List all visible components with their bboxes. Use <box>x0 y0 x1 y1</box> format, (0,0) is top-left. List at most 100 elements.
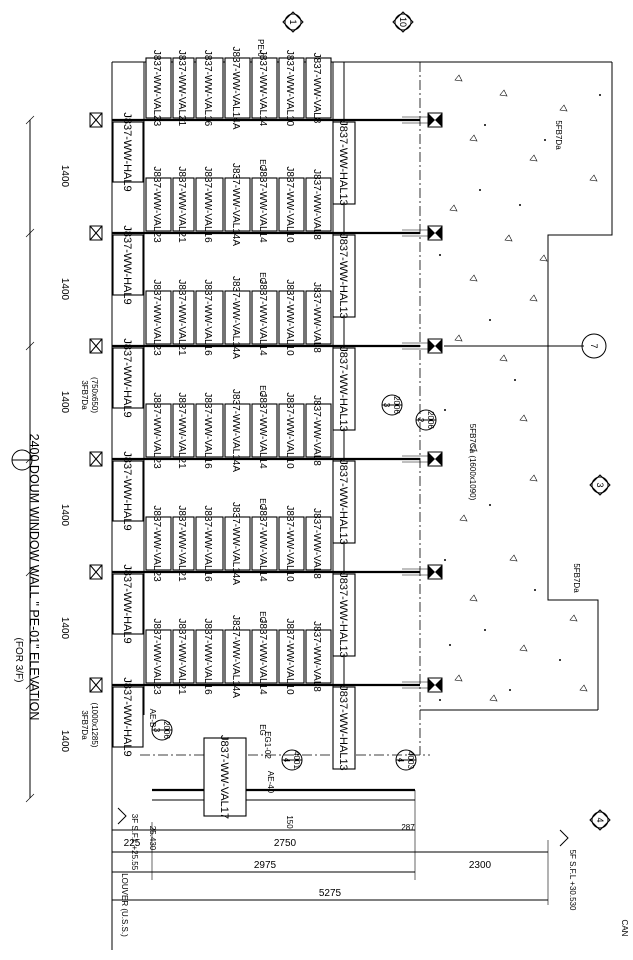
hal-left-label: J837-WW-HAL9 <box>121 112 133 191</box>
panel-label: J837-WW-VAL16 <box>202 50 213 127</box>
section-bubble-num: 3 <box>382 403 391 408</box>
mullions <box>112 118 420 687</box>
cut-text: CAN <box>620 920 629 937</box>
hal-right-label: J837-WW-HAL13 <box>337 233 349 318</box>
section-bubble-ref: 2006 <box>426 411 435 429</box>
grid-bubble-label: 1 <box>288 19 298 24</box>
opening-label: (1000x1285) <box>90 703 99 748</box>
panel-label: J837-WW-VAL10 <box>284 166 295 243</box>
grid-bubble-icon: 7 <box>444 333 607 359</box>
panel-label: J837-WW-VAL21 <box>176 50 187 127</box>
level-mark: 5F S.F.L +30.530 <box>568 850 577 911</box>
hal-right-label: J837-WW-HAL13 <box>337 346 349 431</box>
panel-label: J837-WW-VAL23 <box>151 50 162 127</box>
section-bubble-icon: 4 4001 <box>281 749 303 771</box>
title-sub: (FOR 3/F) <box>13 638 24 683</box>
louver-note: LOUVER (U.S.S.) CAN <box>111 818 629 950</box>
panel-label: J837-WW-VAL10 <box>284 505 295 582</box>
opening-label: 3FB7Da <box>80 710 89 740</box>
section-bubbles: 3 2006 2 2006 4 4001 4 4003 3 2006 <box>151 394 437 771</box>
panel-label: J837-WW-VAL10 <box>284 279 295 356</box>
panel-label: J837-WW-VAL16 <box>202 505 213 582</box>
hal-right-label: J837-WW-HAL13 <box>337 120 349 205</box>
panel-label: J837-WW-VAL16 <box>202 166 213 243</box>
hal-left-label: J837-WW-HAL9 <box>121 451 133 530</box>
grid-bubbles: 1 10 7 3 4 <box>11 11 611 831</box>
opening-labels: 5FB7Da 5FB7Da 5FB7Ca (1600x1090) 3FB7Da … <box>80 120 581 747</box>
panel-label: J837-WW-VAL14 <box>257 392 268 469</box>
panel-label: J837-WW-VAL23 <box>151 166 162 243</box>
section-bubble-ref: 2006 <box>392 396 401 414</box>
section-bubble-num: 3 <box>152 728 161 733</box>
eg-label: EG <box>258 498 267 510</box>
concrete-dots <box>439 94 601 701</box>
aeb-label: AE-B <box>148 709 157 728</box>
section-bubble-num: 2 <box>416 418 425 423</box>
module-width-label: 1400 <box>59 391 70 414</box>
left-anchor-icon <box>89 112 103 693</box>
title-main: 2400 DOUM WINDOW WALL " PE-01" ELEVATION <box>27 434 41 721</box>
panel-label: J837-WW-VAL10 <box>284 618 295 695</box>
section-bubble-num: 4 <box>396 758 405 763</box>
ae40-label: AE-40 <box>266 771 275 794</box>
section-bubble-icon: 3 2006 <box>381 394 403 416</box>
hal-left-label: J837-WW-HAL9 <box>121 677 133 756</box>
eg-label: EG <box>258 159 267 171</box>
pe-tag: PE-0 <box>256 39 265 57</box>
eg-label: EG <box>258 272 267 284</box>
dim-label: 2300 <box>469 860 492 871</box>
panel-boxes <box>112 57 356 817</box>
panel-label: J837-WW-VAL21 <box>176 279 187 356</box>
eg-label: EG <box>258 724 267 736</box>
grid-bubble-icon: 1 <box>282 11 304 33</box>
panel-label: J837-WW-VAL23 <box>151 392 162 469</box>
bottom-dimensions: 225 2750 2975 2300 5275 <box>111 790 549 905</box>
dim-label: 225 <box>124 838 141 849</box>
d287-label: 287 <box>401 823 415 832</box>
panel-label: J837-WW-VAL8 <box>311 169 322 240</box>
panel-label: J837-WW-VAL8 <box>311 508 322 579</box>
section-bubble-icon: 3 2006 <box>151 719 173 741</box>
panel-label: J837-WW-VAL23 <box>151 618 162 695</box>
module-width-label: 1400 <box>59 617 70 640</box>
panel-label: J837-WW-VAL14 <box>257 279 268 356</box>
opening-label: 3FB7Da <box>80 380 89 410</box>
opening-label: (750x650) <box>90 377 99 413</box>
grid-bubble-label: 4 <box>595 817 605 822</box>
level-mark: 3F S.F.L +25.55 <box>130 814 139 871</box>
module-width-label: 1400 <box>59 504 70 527</box>
panel-label: J837-WW-VAL8 <box>311 395 322 466</box>
hal-right-label: J837-WW-HAL13 <box>337 459 349 544</box>
panel-label: J837-WW-VAL14A <box>230 47 241 130</box>
left-dimension-string: 1400 1400 1400 1400 1400 1400 <box>25 115 70 803</box>
panel-label: J837-WW-VAL14 <box>257 505 268 582</box>
section-bubble-icon: 2 2006 <box>415 409 437 431</box>
panel-label: J837-WW-VAL8 <box>311 53 322 124</box>
panel-label: J837-WW-VAL14A <box>230 615 241 698</box>
panel-label: J837-WW-VAL23 <box>151 279 162 356</box>
level-marks: 5F S.F.L +30.530 3F S.F.L +25.55 25.430 <box>117 807 577 911</box>
section-bubble-num: 4 <box>282 758 291 763</box>
section-bubble-icon: 4 4003 <box>395 749 417 771</box>
panel-label: J837-WW-VAL21 <box>176 618 187 695</box>
concrete-structure <box>419 61 613 755</box>
hal-left-label: J837-WW-HAL9 <box>121 564 133 643</box>
dim-label: 5275 <box>319 888 342 899</box>
panel-label: J837-WW-VAL16 <box>202 618 213 695</box>
opening-label: 5FB7Da <box>572 563 581 593</box>
anchor-brackets <box>402 116 428 689</box>
section-bubble-ref: 2006 <box>162 721 171 739</box>
misc-labels: PE-0 AE-40 150 287 EG1-02 AE-B EG EG EG … <box>148 39 415 832</box>
elevation-title: 2400 DOUM WINDOW WALL " PE-01" ELEVATION… <box>13 434 41 721</box>
grid-bubble-icon: 10 <box>392 11 414 33</box>
hal-left-label: J837-WW-HAL9 <box>121 338 133 417</box>
section-bubble-ref: 4001 <box>292 751 301 769</box>
opening-label: 5FB7Da <box>554 120 563 150</box>
mullion-markers <box>89 112 443 693</box>
eg02-label: EG1-02 <box>263 731 272 759</box>
panel-label: J837-WW-VAL14A <box>230 276 241 359</box>
panel-label: J837-WW-VAL21 <box>176 505 187 582</box>
section-bubble-ref: 4003 <box>406 751 415 769</box>
grid-bubble-icon: 4 <box>589 809 611 831</box>
